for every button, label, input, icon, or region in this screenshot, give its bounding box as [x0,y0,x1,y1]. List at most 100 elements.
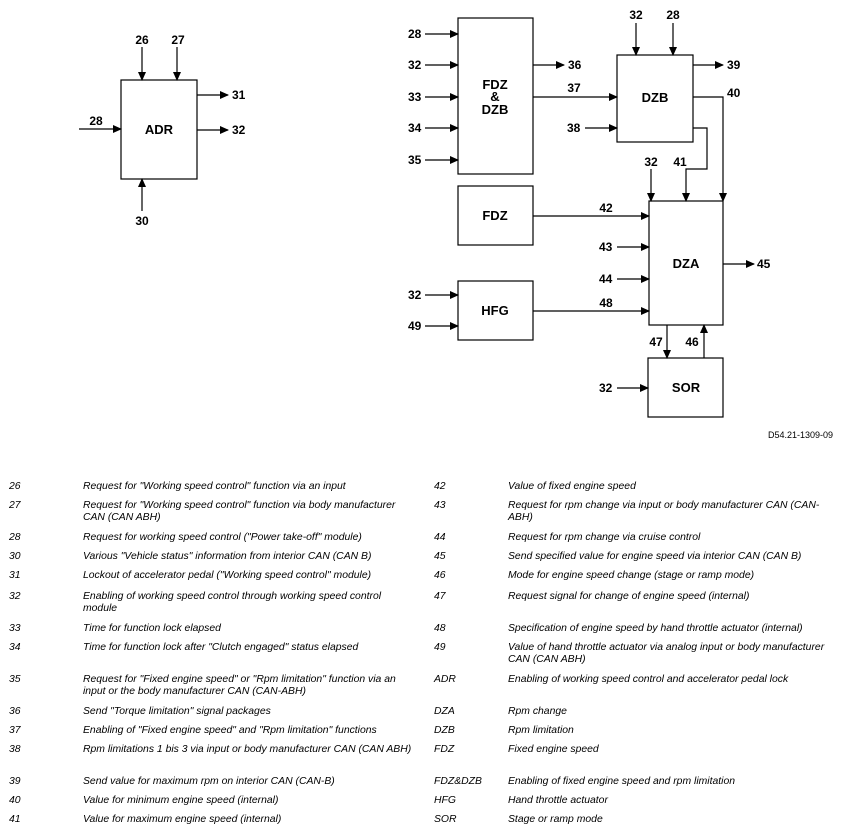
arrow-dzb-40 [693,96,727,202]
block-label-hfg: HFG [481,303,508,318]
legend-text: Time for function lock after "Clutch eng… [83,642,359,653]
legend-text: Hand throttle actuator [508,795,608,806]
block-diagram: ADR FDZ & DZB DZB FDZ DZA HFG SOR 26 27 … [79,8,771,418]
legend-text: Value for maximum engine speed (internal… [83,814,282,825]
signal-label: 33 [408,90,422,104]
legend-text: Rpm limitation [508,725,574,736]
signal-label: 46 [685,335,699,349]
signal-label: 37 [567,81,581,95]
legend-code: DZA [434,706,455,717]
legend-text: Time for function lock elapsed [83,623,221,634]
legend-text: Enabling of "Fixed engine speed" and "Rp… [83,725,377,736]
signal-label: 32 [408,288,422,302]
signal-label: 41 [673,155,687,169]
legend-code: 43 [434,500,446,511]
legend-code: 39 [9,776,21,787]
arrow-dzb-41 [682,127,708,202]
legend-code: HFG [434,795,456,806]
legend-code: 33 [9,623,21,634]
legend-code: 27 [9,500,21,511]
legend-code: 47 [434,591,446,602]
signal-label: 35 [408,153,422,167]
block-label-fdz-dzb-line1: FDZ [482,77,507,92]
legend-code: SOR [434,814,457,825]
legend-code: FDZ [434,744,455,755]
block-dza [648,200,724,326]
legend-code: 46 [434,570,446,581]
legend-text: Request for rpm change via input or body… [508,500,820,523]
figure-reference: D54.21-1309-09 [768,430,834,440]
legend-code: 37 [9,725,21,736]
legend-code: 45 [434,551,446,562]
legend-code: 36 [9,706,21,717]
signal-label: 26 [135,33,149,47]
signal-label: 32 [599,381,613,395]
legend-code: DZB [434,725,455,736]
legend-text: Request for working speed control ("Powe… [83,532,362,543]
signal-label: 32 [644,155,658,169]
signal-label: 47 [649,335,663,349]
signal-label: 28 [408,27,422,41]
legend-text: Rpm limitations 1 bis 3 via input or bod… [83,744,412,755]
legend-text: Enabling of fixed engine speed and rpm l… [508,776,736,787]
signal-label: 28 [89,114,103,128]
block-dzb [616,54,694,143]
signal-label: 48 [599,296,613,310]
legend-text: Specification of engine speed by hand th… [508,623,803,634]
legend-code: 34 [9,642,21,653]
signal-label: 32 [408,58,422,72]
legend-text: Enabling of working speed control and ac… [508,674,789,685]
legend-code: ADR [434,674,456,685]
block-label-fdz: FDZ [482,208,507,223]
legend-code: 41 [9,814,21,825]
legend-text: Lockout of accelerator pedal ("Working s… [83,570,372,581]
legend-text: Value of hand throttle actuator via anal… [508,642,825,665]
legend-code: 32 [9,591,21,602]
legend-text: Send value for maximum rpm on interior C… [83,776,335,787]
legend-code: 35 [9,674,21,685]
signal-label: 40 [727,86,741,100]
signal-label: 30 [135,214,149,228]
legend-text: Request for "Working speed control" func… [83,481,346,492]
block-label-adr: ADR [145,122,174,137]
legend-code: 44 [434,532,446,543]
legend-code: 42 [434,481,446,492]
signal-label: 44 [599,272,613,286]
legend-code: 38 [9,744,21,755]
legend-text: Request for "Working speed control" func… [83,500,396,523]
legend-code: 49 [434,642,446,653]
signal-label: 49 [408,319,422,333]
signal-label: 36 [568,58,582,72]
legend-text: Request for rpm change via cruise contro… [508,532,701,543]
signal-label: 27 [171,33,185,47]
legend-text: Value of fixed engine speed [508,481,636,492]
block-label-dza: DZA [673,256,700,271]
signal-label: 43 [599,240,613,254]
legend-code: 48 [434,623,446,634]
legend-code: 31 [9,570,21,581]
legend-text: Value for minimum engine speed (internal… [83,795,279,806]
legend-text: Send "Torque limitation" signal packages [83,706,271,717]
signal-label: 45 [757,257,771,271]
legend-code: 30 [9,551,21,562]
legend-text: Mode for engine speed change (stage or r… [508,570,755,581]
signal-label: 42 [599,201,613,215]
signal-label: 38 [567,121,581,135]
signal-label: 31 [232,88,246,102]
signal-label: 32 [232,123,246,137]
legend-text: Fixed engine speed [508,744,599,755]
block-label-dzb: DZB [642,90,669,105]
signal-label: 32 [629,8,643,22]
legend-code: 28 [9,532,21,543]
block-label-fdz-dzb-line3: DZB [482,102,509,117]
legend-text: Stage or ramp mode [508,814,603,825]
signal-label: 34 [408,121,422,135]
legend-code: 26 [9,481,21,492]
block-label-sor: SOR [672,380,701,395]
legend-text: Request for "Fixed engine speed" or "Rpm… [83,674,396,697]
legend-text: Various "Vehicle status" information fro… [83,551,372,562]
legend-text: Request signal for change of engine spee… [508,591,750,602]
block-label-fdz-dzb-line2: & [490,89,499,104]
legend-text: Send specified value for engine speed vi… [508,551,802,562]
legend-text: Rpm change [508,706,567,717]
